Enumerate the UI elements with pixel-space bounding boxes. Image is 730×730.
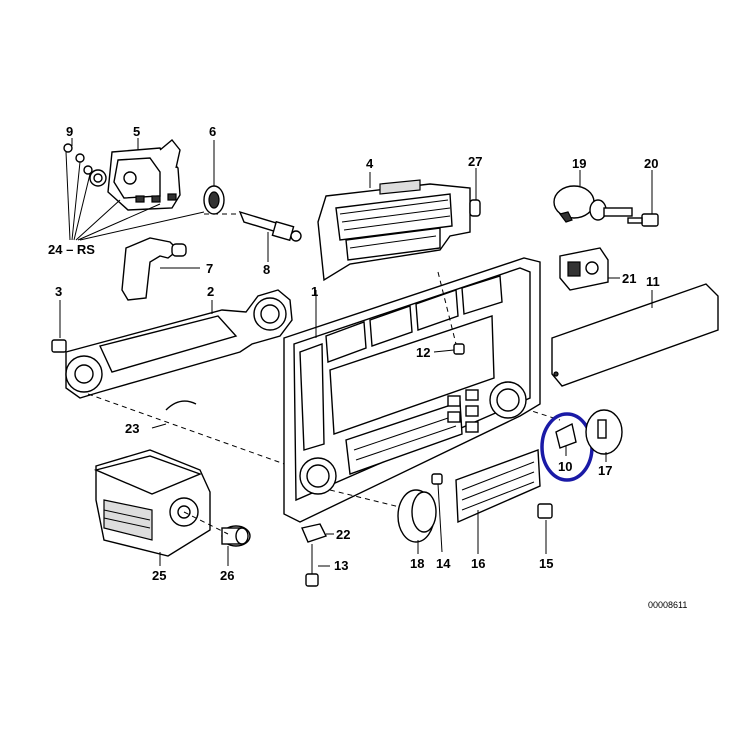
label-part-5: 5 <box>133 124 140 139</box>
screw-part-14 <box>431 473 443 553</box>
label-part-6: 6 <box>209 124 216 139</box>
label-part-12: 12 <box>416 345 430 360</box>
screw-part-13 <box>305 544 330 587</box>
label-part-10: 10 <box>558 459 572 474</box>
label-part-14: 14 <box>436 556 451 571</box>
shaft-part-8 <box>204 210 302 262</box>
screw-part-12 <box>433 343 465 355</box>
leader-fan-24-rs <box>65 151 205 241</box>
label-part-9: 9 <box>66 124 73 139</box>
clip-ring-part-23 <box>87 393 291 467</box>
label-part-23: 23 <box>125 421 139 436</box>
cover-plate-part-11 <box>515 283 719 421</box>
screw-part-20 <box>627 170 659 227</box>
clip-part-22 <box>301 523 334 543</box>
label-part-16: 16 <box>471 556 485 571</box>
control-unit-part-25 <box>93 449 211 566</box>
label-part-26: 26 <box>220 568 234 583</box>
label-part-19: 19 <box>572 156 586 171</box>
knob-part-17 <box>585 409 623 462</box>
label-part-7: 7 <box>206 261 213 276</box>
label-part-15: 15 <box>539 556 553 571</box>
label-part-17: 17 <box>598 463 612 478</box>
frame-part-2 <box>65 289 293 399</box>
facia-panel-part-1 <box>283 257 541 523</box>
label-part-25: 25 <box>152 568 166 583</box>
switch-assembly-part-5 <box>89 139 181 211</box>
label-part-20: 20 <box>644 156 658 171</box>
drawing-number: 00008611 <box>648 600 687 610</box>
label-part-11: 11 <box>646 274 660 289</box>
label-part-4: 4 <box>366 156 374 171</box>
label-part-2: 2 <box>207 284 214 299</box>
vent-housing-part-4 <box>317 172 471 282</box>
bushing-part-26 <box>183 511 251 566</box>
cap-part-3 <box>51 300 67 353</box>
label-part-13: 13 <box>334 558 348 573</box>
label-part-18: 18 <box>410 556 424 571</box>
label-part-22: 22 <box>336 527 350 542</box>
clip-part-27 <box>469 168 481 217</box>
label-part-27: 27 <box>468 154 482 169</box>
label-part-24-rs: 24 – RS <box>48 242 95 257</box>
label-part-3: 3 <box>55 284 62 299</box>
cap-part-15 <box>537 503 553 554</box>
label-part-21: 21 <box>622 271 636 286</box>
rotary-switch-part-19 <box>553 170 633 223</box>
label-part-1: 1 <box>311 284 318 299</box>
screw-part-9 <box>63 143 93 175</box>
switch-block-part-21 <box>559 247 620 291</box>
knob-part-18 <box>397 489 437 554</box>
ring-part-6 <box>203 140 225 215</box>
vent-slats-part-16 <box>455 449 541 554</box>
label-part-8: 8 <box>263 262 270 277</box>
bulb-holder-part-10 <box>555 422 577 456</box>
bracket-part-7 <box>121 237 200 301</box>
